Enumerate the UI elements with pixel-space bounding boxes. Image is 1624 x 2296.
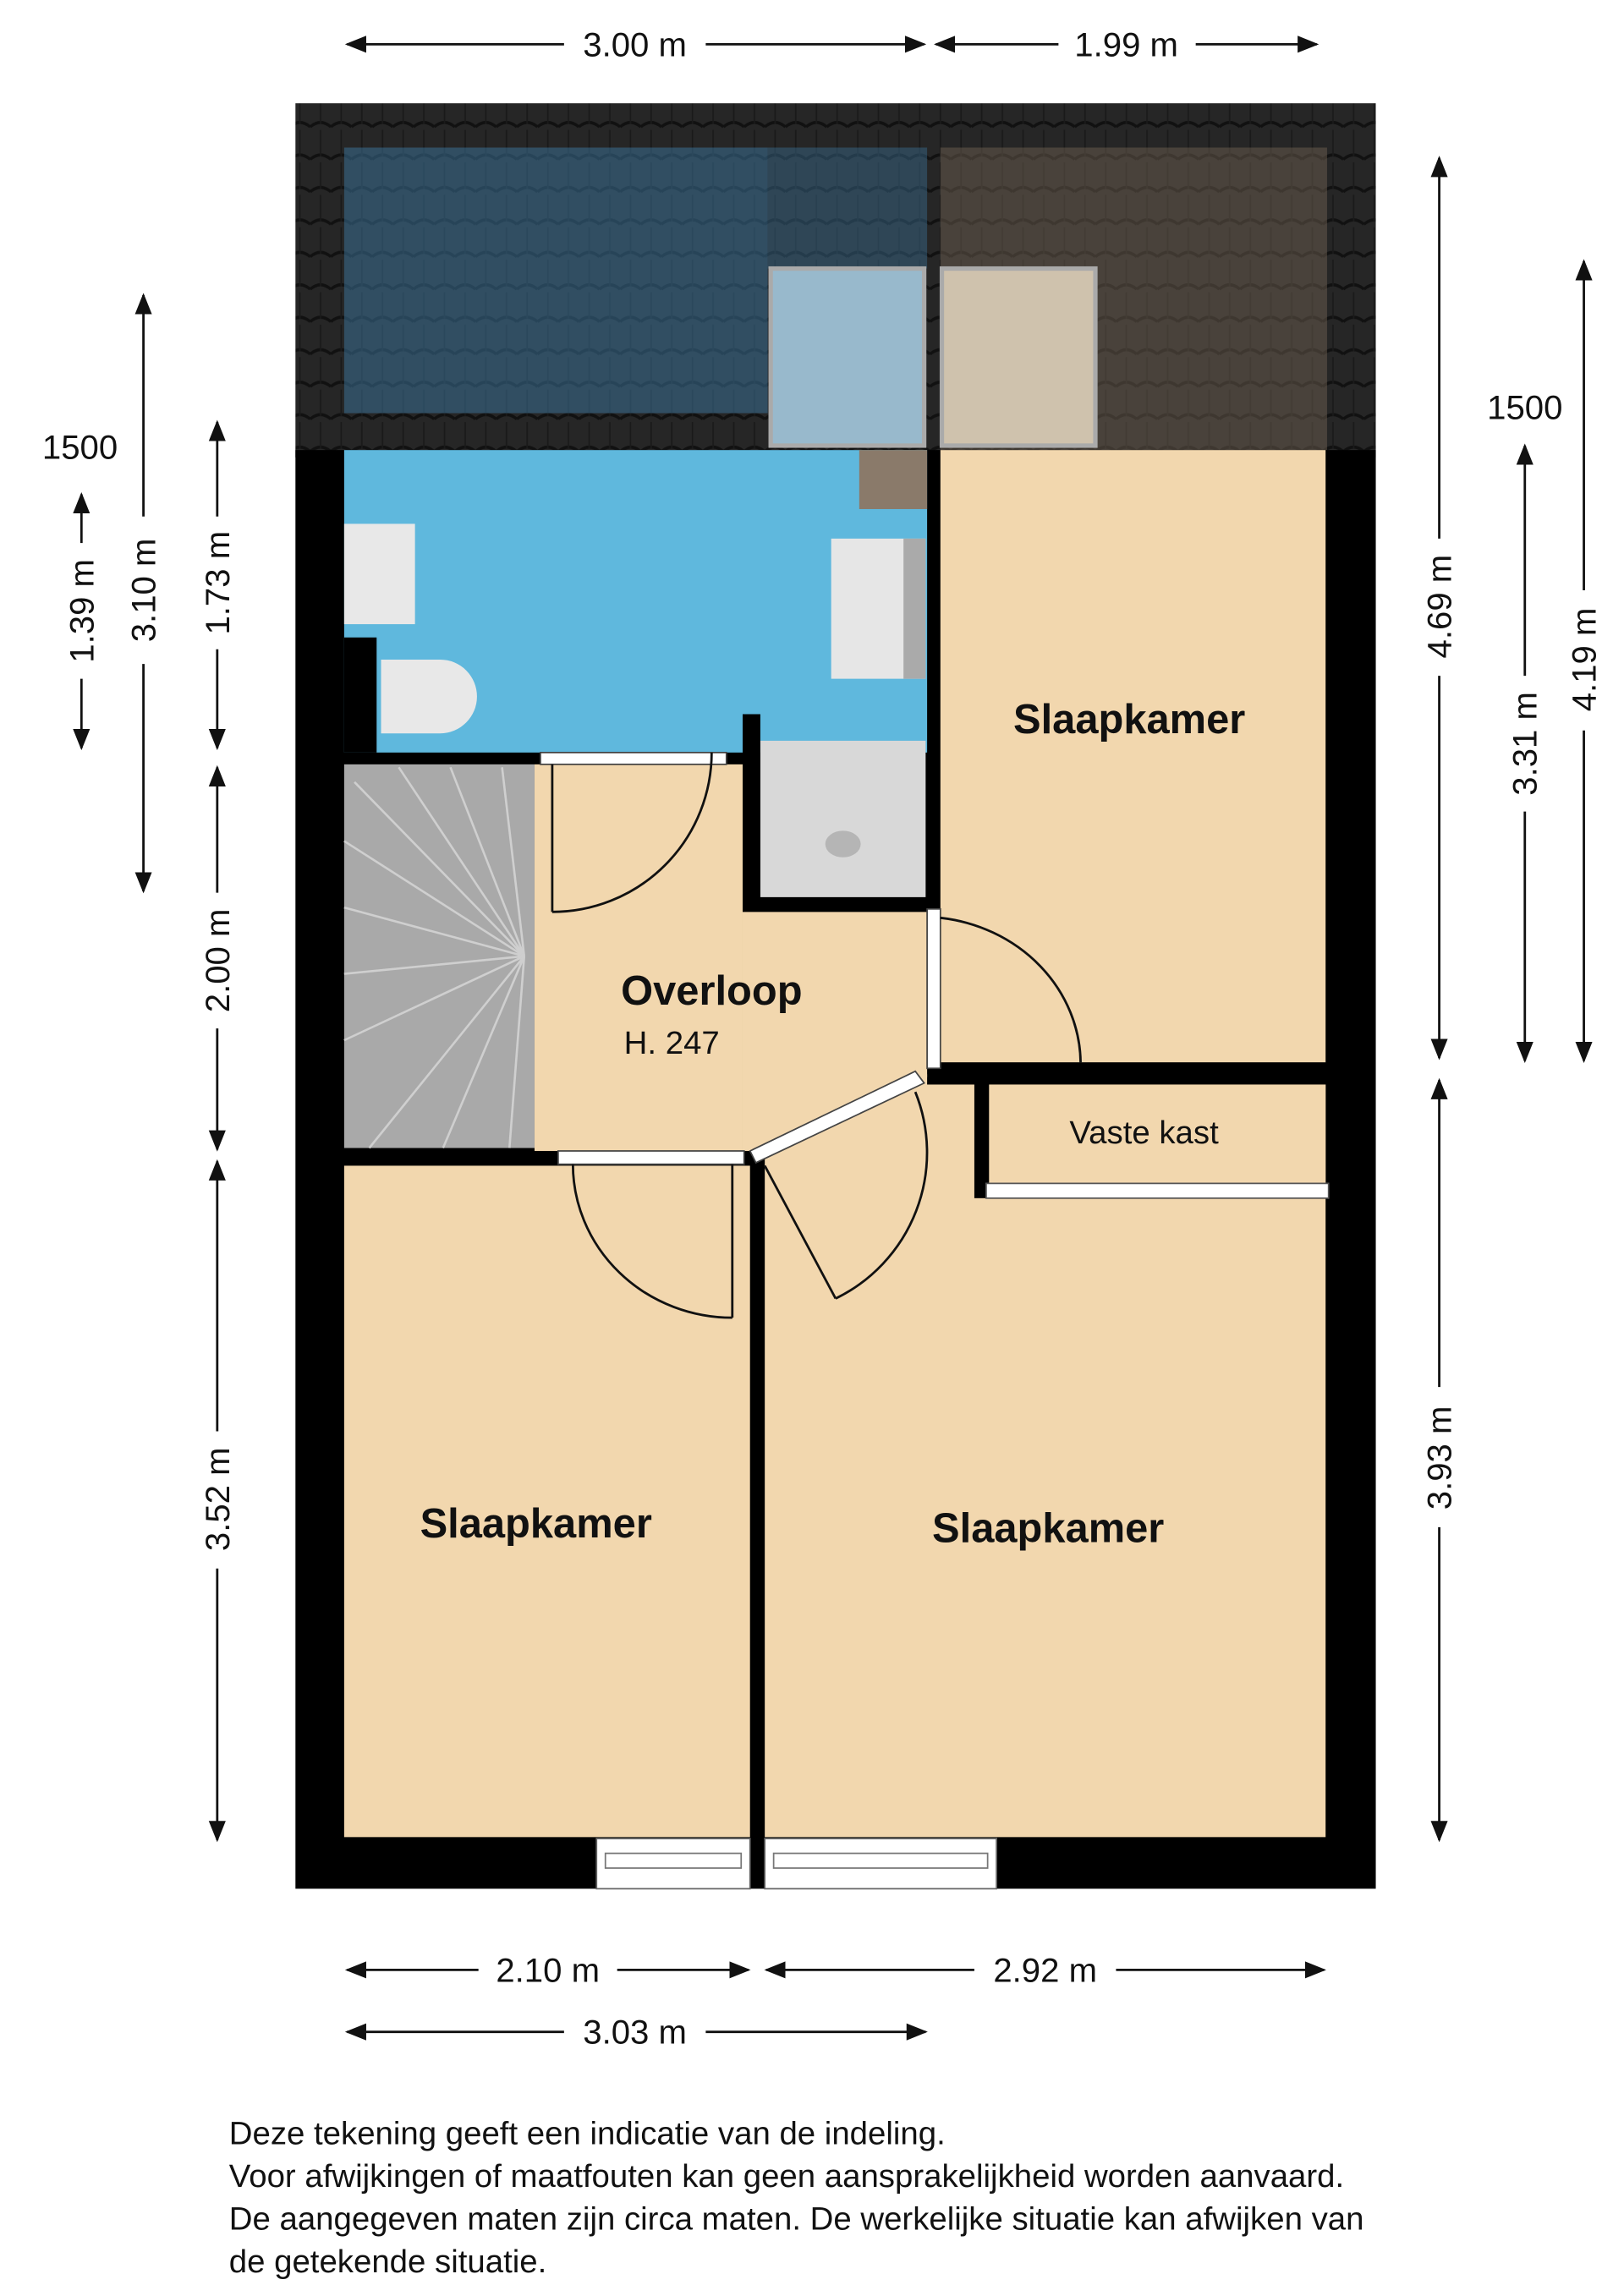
landing (534, 764, 743, 1151)
dimension-left-3: 1.73 m (199, 531, 237, 635)
disclaimer-line: Voor afwijkingen of maatfouten kan geen … (229, 2158, 1344, 2195)
skylight-bedroom (939, 266, 1098, 448)
closet (989, 1084, 1326, 1186)
disclaimer-line: De aangegeven maten zijn circa maten. De… (229, 2200, 1364, 2237)
room-label-bedroom: Slaapkamer (420, 1501, 652, 1547)
height-mark-right: 1500 (1487, 389, 1562, 427)
disclaimer-line: de getekende situatie. (229, 2244, 547, 2280)
dimension-top-left: 3.00 m (583, 25, 687, 63)
shower (760, 740, 926, 897)
dimension-lines (73, 36, 1593, 2041)
staircase (343, 764, 535, 1149)
bedroom-bottom-right (765, 1084, 1326, 1838)
toilet (381, 659, 477, 734)
dimension-left-5: 3.52 m (199, 1447, 237, 1551)
bedroom-bottom-left (343, 1165, 750, 1838)
cabinet (859, 450, 928, 509)
dimension-right-3: 3.31 m (1506, 692, 1544, 796)
window-bottom-right (764, 1838, 997, 1890)
window-bottom-left (595, 1838, 751, 1890)
room-label-closet: Vaste kast (1069, 1115, 1219, 1151)
bathroom-shelf (343, 523, 415, 625)
room-label-landing: Overloop (621, 968, 802, 1014)
room-label-bedroom: Slaapkamer (932, 1505, 1164, 1551)
dimension-bottom-3: 3.03 m (583, 2014, 687, 2052)
skylight-bathroom (768, 266, 927, 448)
dimension-right-2: 3.93 m (1421, 1406, 1459, 1510)
bedroom-top-right (940, 450, 1326, 1063)
dimension-left-4: 2.00 m (199, 909, 237, 1013)
roof-overlay-left (343, 147, 768, 414)
dimension-top-right: 1.99 m (1074, 25, 1178, 63)
disclaimer-line: Deze tekening geeft een indicatie van de… (229, 2115, 946, 2151)
dimension-bottom-2: 2.92 m (993, 1951, 1097, 1989)
roof-overlay-mid (767, 147, 928, 269)
dimension-right-1: 4.69 m (1421, 555, 1459, 659)
doors (540, 752, 1082, 1319)
room-label-bedroom: Slaapkamer (1013, 697, 1245, 743)
dimension-bottom-1: 2.10 m (496, 1951, 600, 1989)
landing-height: H. 247 (624, 1025, 720, 1061)
dimension-left-2: 3.10 m (125, 539, 163, 643)
dimension-right-4: 4.19 m (1566, 608, 1604, 712)
dimension-left-1: 1.39 m (63, 559, 101, 663)
height-mark-left: 1500 (42, 429, 118, 467)
